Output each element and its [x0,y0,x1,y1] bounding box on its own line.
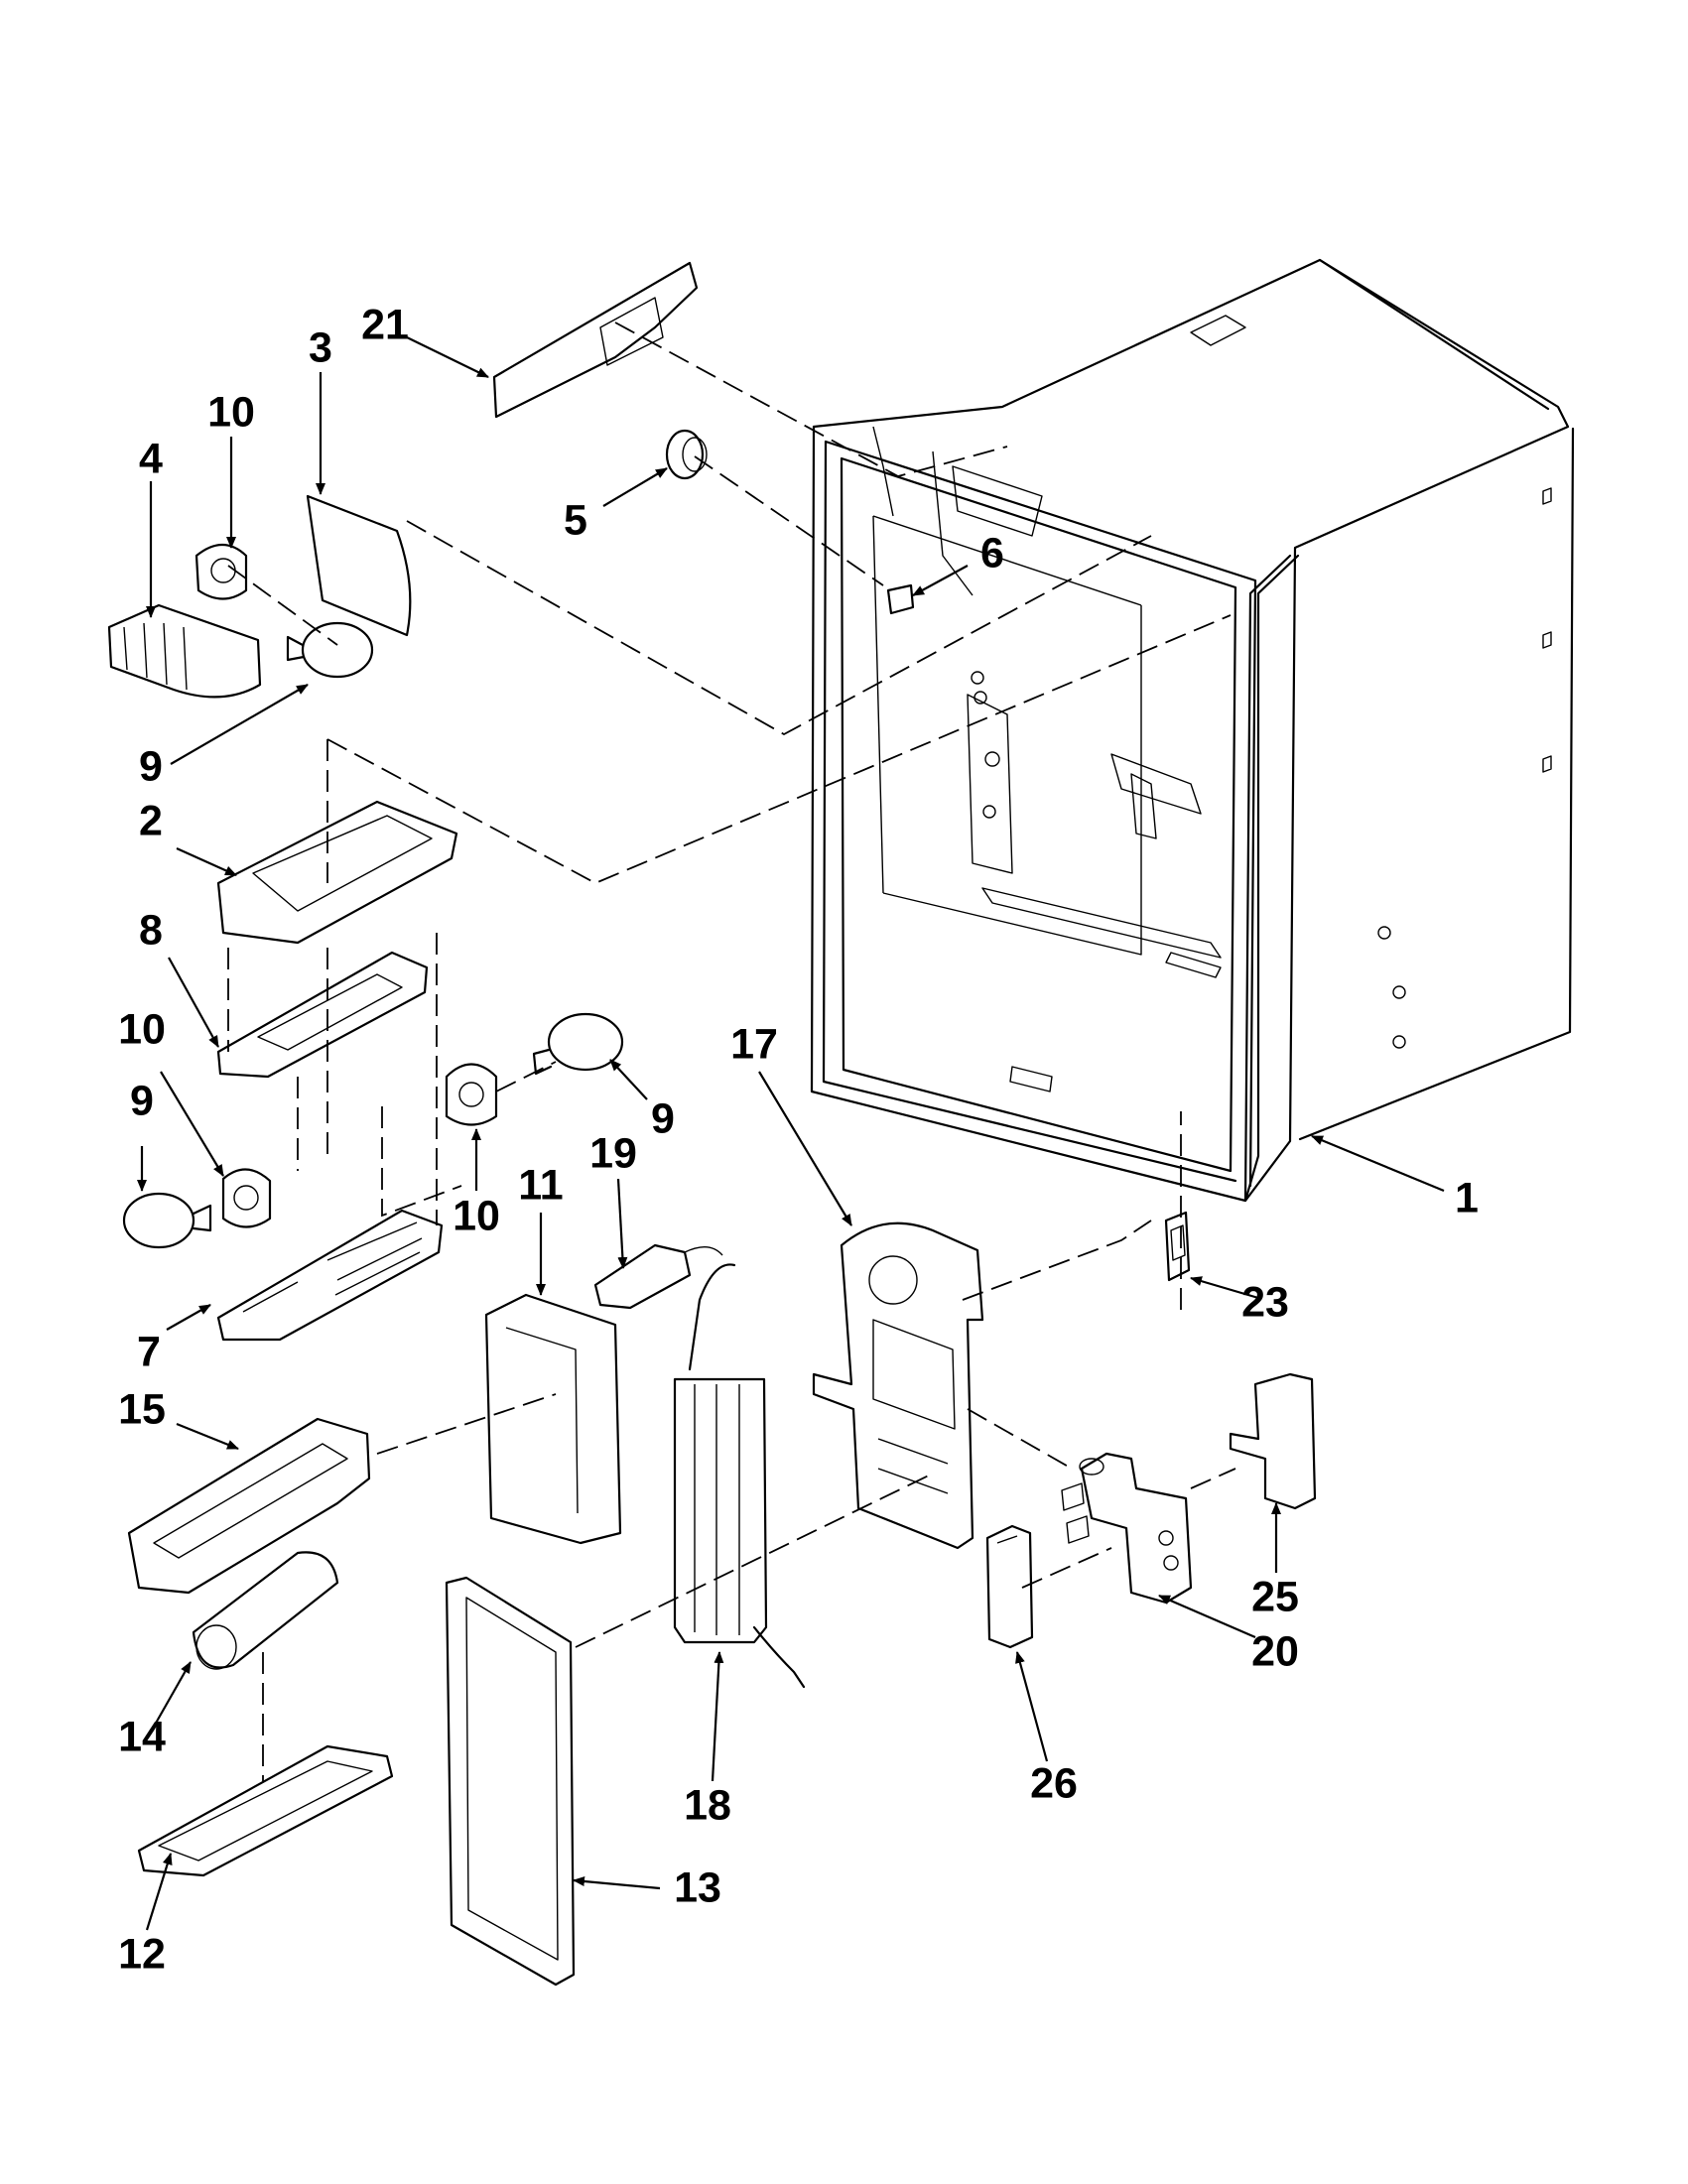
callout-19: 19 [589,1129,637,1177]
callout-10: 10 [207,388,255,436]
callout-8: 8 [139,906,163,954]
part-6-clip [886,583,915,615]
part-18-tube [673,1263,806,1689]
part-25-bracket [1229,1372,1317,1510]
part-4-shield [107,603,262,699]
callout-12: 12 [118,1930,166,1978]
part-9-bulb-lower-left [122,1192,212,1249]
part-9-bulb-center [532,1012,624,1076]
part-5-knob [665,429,708,480]
part-10-socket-center [445,1063,498,1126]
callout-labels: 21 3 10 4 5 6 9 2 8 10 9 9 10 17 19 11 1… [118,301,1479,1978]
part-15-filter-housing [127,1417,371,1595]
part-11-channel [484,1293,622,1545]
callout-13: 13 [674,1863,721,1911]
callout-10: 10 [118,1005,166,1053]
part-10-socket-upper [195,543,248,600]
callout-9: 9 [139,742,163,790]
callout-15: 15 [118,1385,166,1433]
part-14-filter [192,1551,339,1670]
callout-5: 5 [564,496,587,544]
part-19-plug [593,1243,723,1310]
part-2-housing [216,800,458,945]
callout-23: 23 [1241,1278,1289,1326]
part-20-valve [1061,1452,1193,1605]
callout-18: 18 [684,1781,731,1829]
assembly-lines [227,321,1236,1781]
callout-3: 3 [309,323,332,371]
callout-9: 9 [651,1094,675,1142]
callout-4: 4 [139,435,163,482]
part-12-tray [137,1744,394,1877]
callout-2: 2 [139,797,163,844]
part-1-liner [810,258,1575,1203]
callout-25: 25 [1251,1573,1299,1620]
part-10-socket-lower-left [221,1168,272,1228]
callout-11: 11 [518,1161,563,1209]
part-8-lens [216,951,429,1079]
callout-6: 6 [980,529,1004,577]
part-17-housing [812,1221,984,1550]
part-7-shield [216,1209,444,1342]
callout-9: 9 [130,1077,154,1124]
callout-17: 17 [730,1020,778,1068]
part-23-switch [1164,1211,1191,1282]
callout-21: 21 [361,301,409,348]
part-13-panel [445,1576,576,1987]
part-21-bracket [492,261,699,419]
part-26-clip [985,1524,1034,1649]
callout-10: 10 [453,1192,500,1239]
callout-14: 14 [118,1713,166,1760]
leader-arrows [137,336,1445,1931]
callout-1: 1 [1455,1174,1479,1221]
part-3-insulation [306,494,412,637]
part-9-bulb-upper [286,621,374,679]
callout-20: 20 [1251,1627,1299,1675]
callout-26: 26 [1030,1759,1078,1807]
callout-7: 7 [137,1328,161,1375]
